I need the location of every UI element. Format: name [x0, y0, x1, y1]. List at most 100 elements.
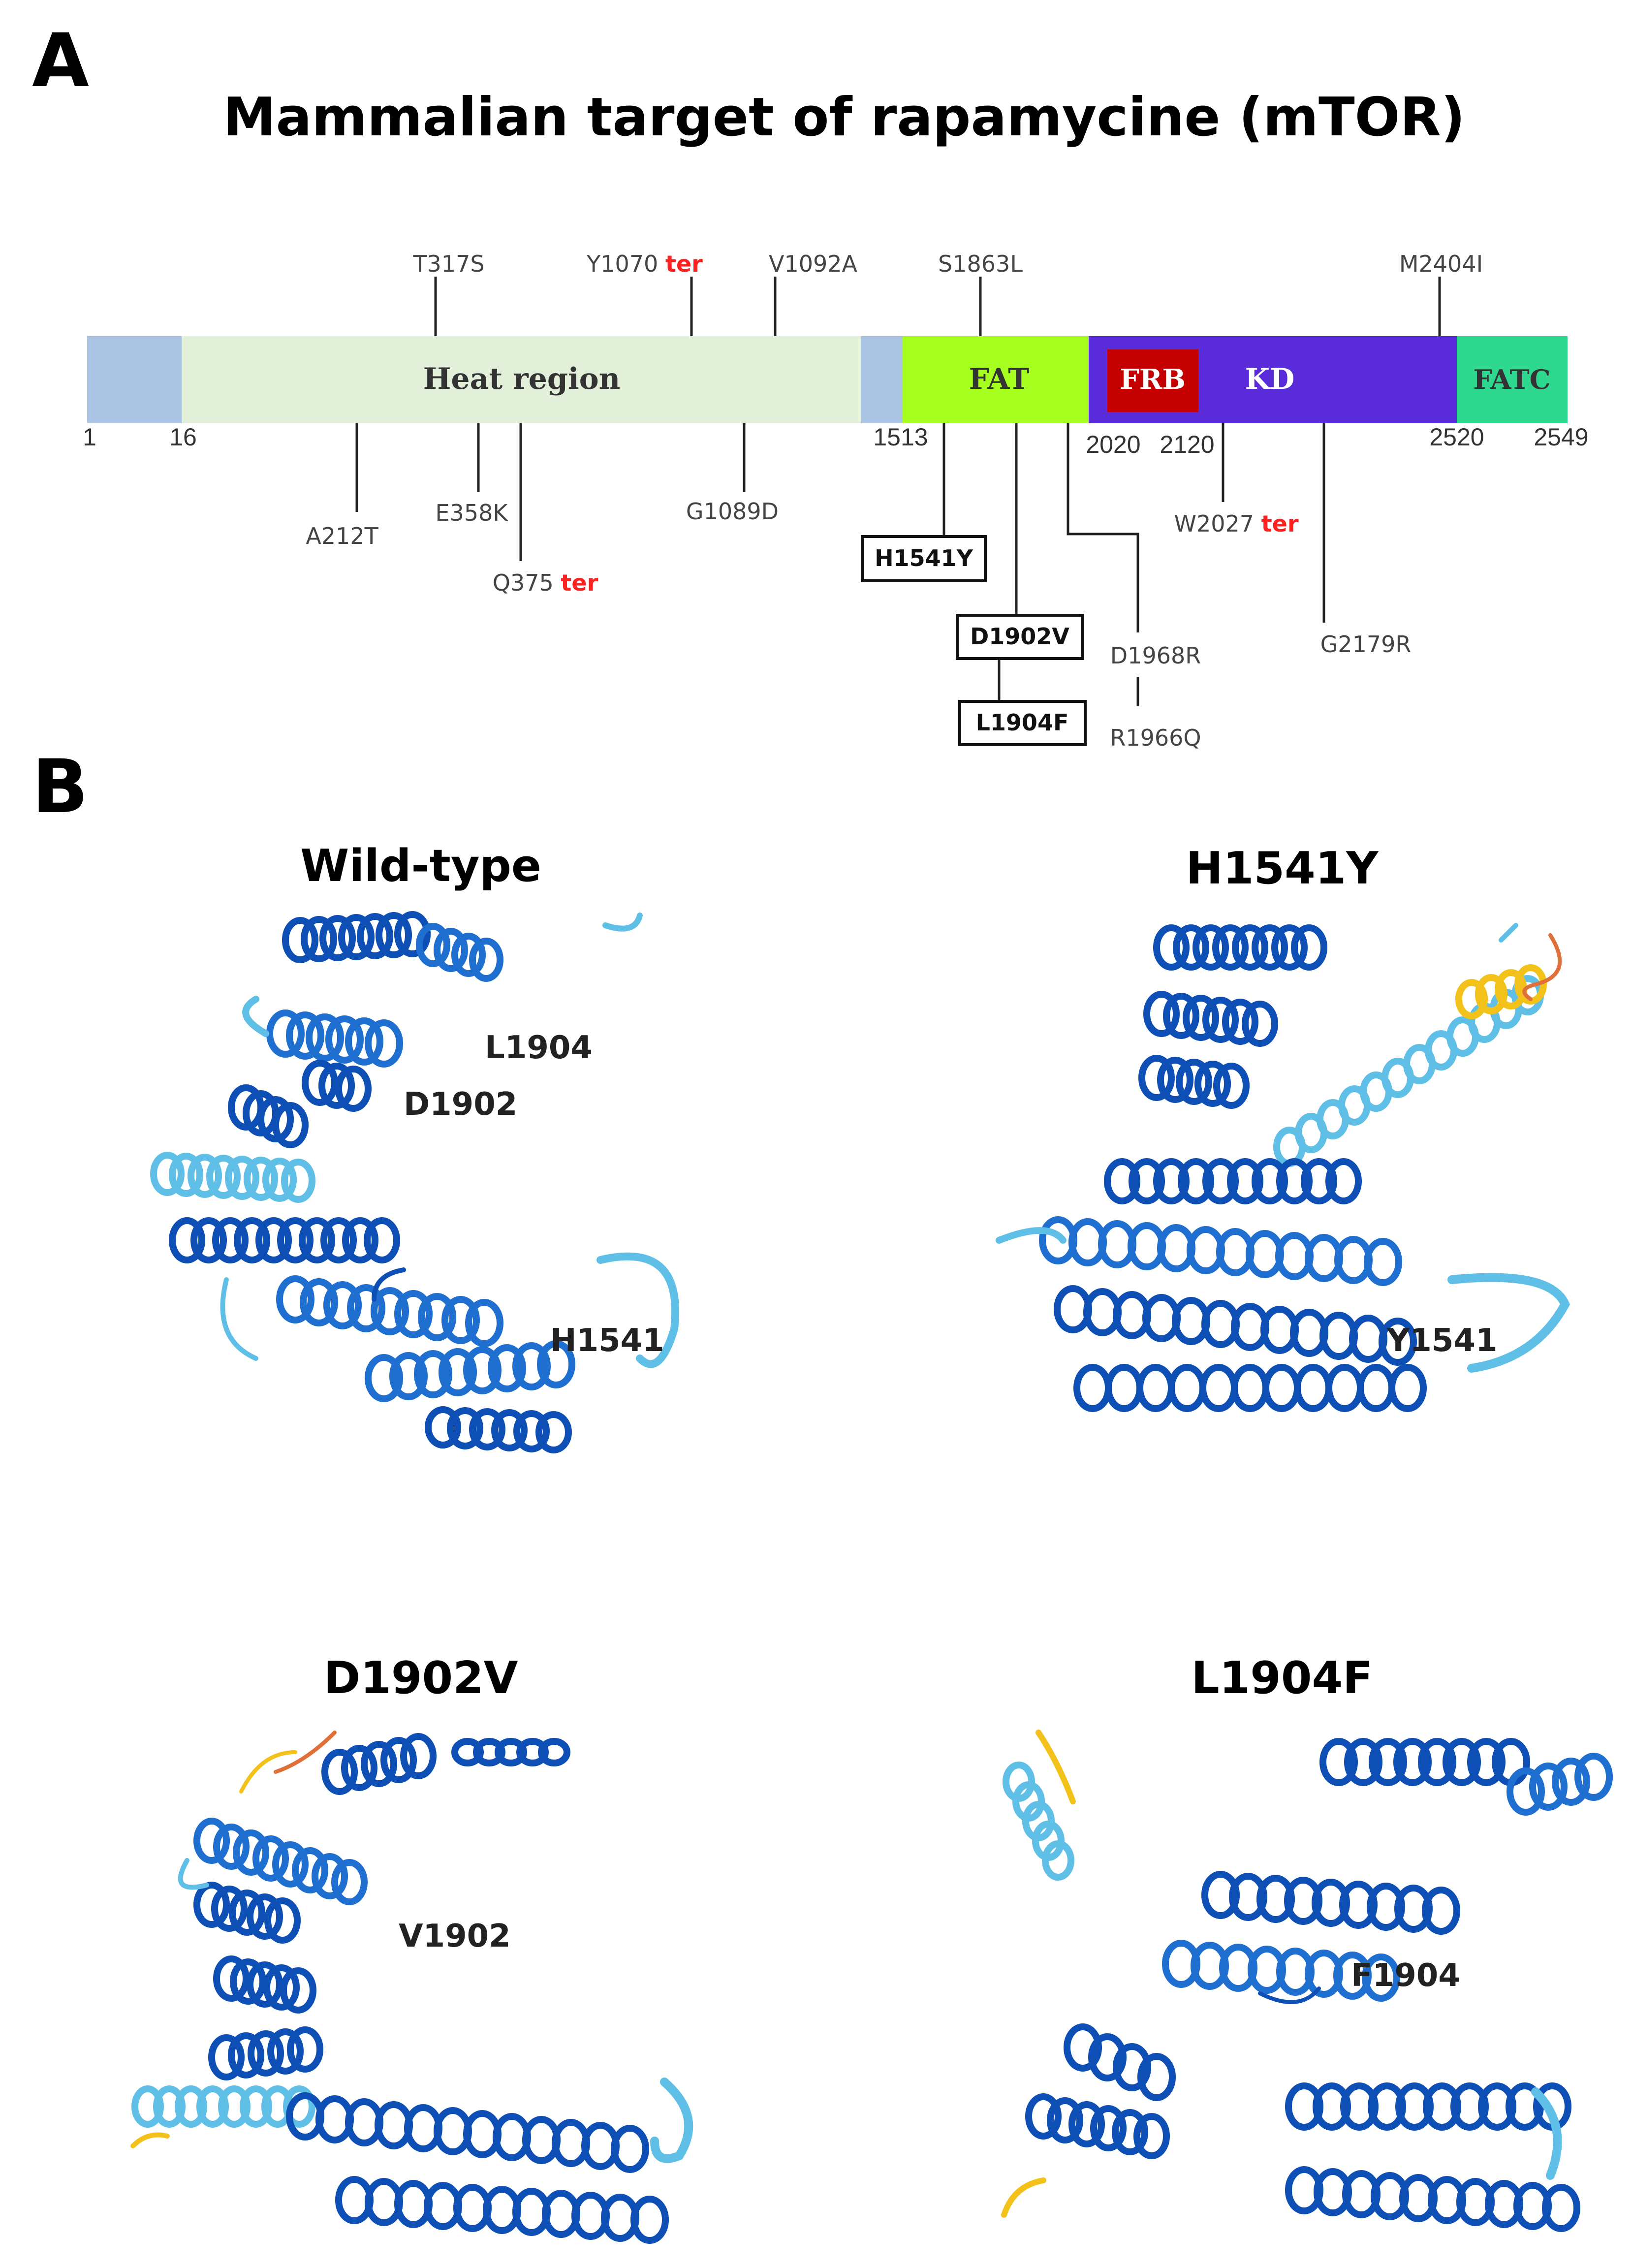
helix-coil	[376, 912, 412, 958]
helix-coil	[1506, 1767, 1545, 1816]
residue-label-f1904: F1904	[1351, 1957, 1460, 1994]
helix-coil	[1313, 2082, 1351, 2131]
structure-wild-type: Wild-type L1904 D1902 H1541	[150, 840, 680, 1453]
helix-coil	[240, 2085, 272, 2128]
helix-coil	[1157, 1057, 1193, 1103]
helix-coil	[1222, 999, 1258, 1045]
helix-coil	[196, 2085, 229, 2128]
panel-a-letter: A	[32, 18, 89, 104]
helix-coil	[1291, 924, 1327, 971]
helix-coil	[364, 1217, 400, 1263]
ter-marker-w2027: ter	[1261, 510, 1299, 537]
loop-segment	[1522, 933, 1562, 1001]
helix-coil	[150, 1152, 185, 1196]
helix-coil	[1231, 1364, 1269, 1412]
helix-coil	[1213, 1063, 1250, 1109]
panel-a-title: Mammalian target of rapamycine (mTOR)	[223, 87, 1465, 148]
helix-coil	[234, 1217, 270, 1263]
helix-coil	[233, 1829, 269, 1876]
helix-coil	[1229, 1873, 1267, 1921]
helix-coil	[342, 1217, 378, 1263]
loop-segment	[1447, 1273, 1570, 1373]
structure-title-h1541y: H1541Y	[1186, 843, 1380, 894]
helix-coil	[1362, 1953, 1400, 2002]
helix-coil	[263, 1964, 300, 2011]
helix-coil	[1183, 995, 1219, 1041]
helix-coil	[495, 1738, 527, 1766]
helix-coil	[1104, 1158, 1140, 1204]
helix-coil	[1301, 1158, 1337, 1204]
position-label-16: 16	[169, 423, 197, 451]
helix-coil	[323, 1281, 362, 1329]
helix-coil	[1443, 1738, 1481, 1786]
helix-coil	[414, 1350, 452, 1398]
helix-coil	[1112, 2109, 1148, 2155]
mutation-v1092a: V1092A	[769, 251, 858, 277]
helix-coil	[1168, 1364, 1206, 1412]
helix-coil	[1068, 2101, 1105, 2147]
helix-coil	[1138, 1055, 1175, 1101]
helix-coil	[465, 1299, 503, 1347]
helix-coil	[1252, 1158, 1288, 1204]
helix-coil	[1252, 924, 1288, 971]
helix-coil	[208, 2034, 245, 2080]
helix-coil	[320, 1217, 357, 1263]
helix-coil	[463, 1346, 502, 1394]
box-l1904f	[958, 700, 1087, 746]
helix-coil	[1319, 1738, 1358, 1786]
domain-heat-region	[182, 336, 861, 423]
structure-h1541y: H1541Y Y1541	[996, 843, 1570, 1412]
helix-coil	[469, 938, 503, 982]
domain-fat-label: FAT	[969, 362, 1030, 396]
helix-coil	[262, 1158, 297, 1202]
helix-coil	[252, 1835, 289, 1882]
helix-coil	[516, 1738, 549, 1766]
helix-coil	[292, 1847, 328, 1893]
helix-coil	[1552, 1758, 1590, 1806]
loop-segment	[1001, 2177, 1046, 2218]
helix-coil	[1422, 1887, 1460, 1935]
helix-coil	[1367, 1883, 1405, 1931]
helix-coil	[1369, 1738, 1407, 1786]
helix-coil	[1064, 2023, 1102, 2072]
helix-coil	[272, 1841, 309, 1888]
helix-coil	[169, 1153, 203, 1197]
helix-coil	[1129, 1158, 1165, 1204]
panel-b: B Wild-type L1904 D1902 H1541 H1541Y Y15…	[32, 744, 1613, 2244]
helix-coil	[1467, 1738, 1506, 1786]
helix-coil	[306, 1013, 344, 1062]
mutation-e358k: E358K	[435, 500, 508, 526]
helix-coil	[1312, 1879, 1350, 1927]
helix-coil	[248, 2030, 284, 2077]
loop-segment	[220, 1277, 258, 1361]
helix-coil	[335, 1066, 372, 1112]
helix-coil	[286, 1011, 324, 1060]
helix-coil	[389, 1352, 428, 1400]
mutation-q375: Q375 ter	[493, 569, 598, 596]
helix-coil	[1475, 974, 1507, 1014]
helix-coil	[1178, 1158, 1214, 1204]
helix-coil	[1173, 924, 1209, 971]
domain-linker-segment	[861, 336, 903, 423]
helix-coil	[365, 1019, 403, 1068]
helix-coil	[1418, 1738, 1456, 1786]
helix-coil	[357, 913, 393, 959]
helix-coil	[1393, 1738, 1432, 1786]
helix-coil	[347, 1284, 385, 1332]
helix-coil	[488, 1344, 526, 1392]
helix-coil	[1455, 979, 1488, 1019]
loop-segment	[602, 913, 643, 932]
mutation-s1863l: S1863L	[938, 251, 1023, 277]
domain-heat-label: Heat region	[423, 362, 621, 396]
helix-coil	[301, 916, 337, 962]
helix-coil	[1344, 1738, 1382, 1786]
mutation-m2404i: M2404I	[1399, 251, 1483, 277]
helix-coil	[513, 1410, 550, 1452]
helix-coil	[537, 1340, 575, 1388]
helix-coil	[267, 2028, 304, 2075]
helix-coil	[319, 915, 356, 961]
mutation-t317s: T317S	[412, 251, 484, 277]
domain-bar: Heat region FAT FRB KD FATC	[87, 336, 1568, 423]
helix-coil	[1113, 2043, 1151, 2091]
